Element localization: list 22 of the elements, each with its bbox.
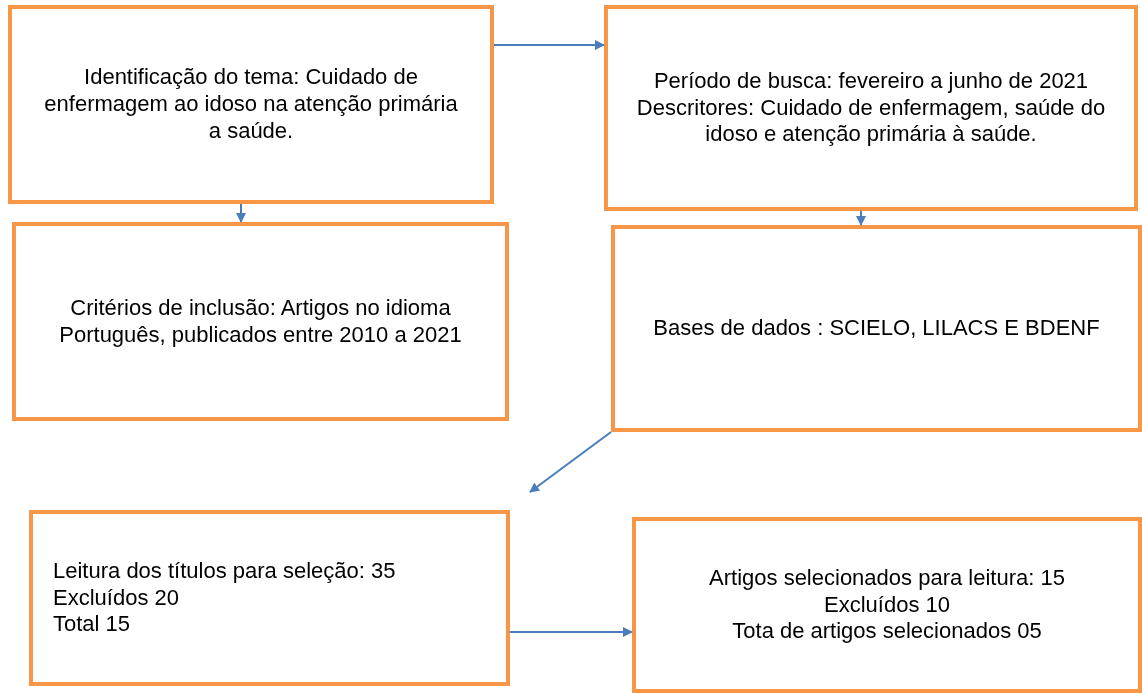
box-text: Critérios de inclusão: Artigos no idioma Português, publicados entre 2010 a 2021: [58, 294, 463, 349]
box-text: Identificação do tema: Cuidado de enfermagem ao idoso na atenção primária a saúde.: [43, 64, 459, 145]
box-text: Excluídos 10: [824, 591, 950, 619]
arrow: [236, 203, 246, 223]
process-box: [29, 510, 510, 686]
arrow: [509, 627, 633, 637]
process-box: [632, 517, 1142, 693]
box-text: Artigos selecionados para leitura: 15: [709, 564, 1065, 592]
box-text: Período de busca: fevereiro a junho de 2021: [653, 67, 1089, 95]
box-text: Leitura dos títulos para seleção: 35: [53, 557, 397, 585]
box-text: Excluídos 20: [53, 584, 180, 612]
box-text: Descritores: Cuidado de enfermagem, saúde do idoso e atenção primária à saúde.: [635, 94, 1107, 149]
box-text: Bases de dados : SCIELO, LILACS E BDENF: [653, 315, 1100, 342]
box-text: Total 15: [53, 611, 132, 639]
process-box: [8, 5, 494, 204]
arrow: [856, 210, 866, 226]
process-box: [604, 5, 1138, 211]
process-box: [12, 222, 509, 421]
box-text: Tota de artigos selecionados 05: [732, 618, 1042, 646]
arrow: [493, 40, 605, 50]
arrow: [529, 431, 612, 493]
process-box: [611, 225, 1142, 432]
